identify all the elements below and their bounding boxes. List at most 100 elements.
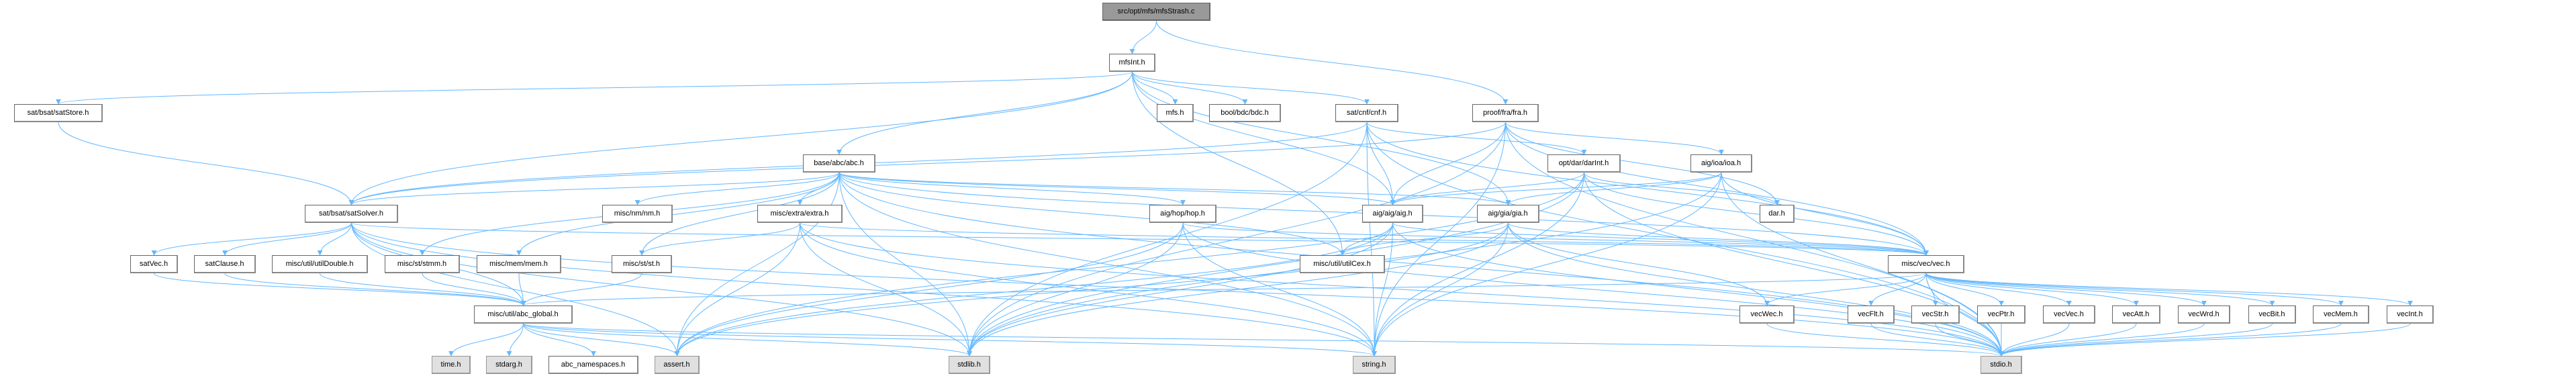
- node-mfsInt[interactable]: mfsInt.h: [1109, 54, 1155, 72]
- node-label: misc/extra/extra.h: [770, 209, 829, 218]
- edge-vecFlt-to-stdio: [1870, 323, 2004, 357]
- edge-gia-to-assert: [674, 222, 1509, 357]
- edge-satSolver-to-satVec: [151, 222, 352, 256]
- node-vecWec[interactable]: vecWec.h: [1739, 306, 1795, 324]
- node-dar[interactable]: dar.h: [1760, 205, 1795, 223]
- node-stdio[interactable]: stdio.h: [1981, 356, 2022, 374]
- edge-vecBit-to-stdio: [1999, 323, 2273, 357]
- node-vecPtr[interactable]: vecPtr.h: [1977, 306, 2025, 324]
- node-label: vecAtt.h: [2122, 310, 2150, 318]
- edge-vecMem-to-stdio: [1999, 323, 2342, 357]
- node-utilDouble[interactable]: misc/util/utilDouble.h: [272, 255, 368, 273]
- node-vecBit[interactable]: vecBit.h: [2248, 306, 2296, 324]
- node-vecFlt[interactable]: vecFlt.h: [1848, 306, 1895, 324]
- node-cnf[interactable]: sat/cnf/cnf.h: [1335, 104, 1398, 122]
- node-satClause[interactable]: satClause.h: [194, 255, 256, 273]
- edge-vec-to-vecWrd: [1925, 273, 2207, 306]
- node-gia[interactable]: aig/gia/gia.h: [1477, 205, 1539, 223]
- node-stmm[interactable]: misc/st/stmm.h: [385, 255, 460, 273]
- node-fra[interactable]: proof/fra/fra.h: [1472, 104, 1539, 122]
- node-utilCex[interactable]: misc/util/utilCex.h: [1300, 255, 1385, 273]
- edge-extra-to-assert: [674, 222, 800, 357]
- node-time[interactable]: time.h: [432, 356, 471, 374]
- node-vec[interactable]: misc/vec/vec.h: [1888, 255, 1964, 273]
- node-label: misc/util/utilDouble.h: [285, 260, 354, 268]
- node-label: string.h: [1362, 361, 1386, 369]
- node-abc[interactable]: base/abc/abc.h: [803, 154, 875, 173]
- node-st[interactable]: misc/st/st.h: [612, 255, 672, 273]
- node-string[interactable]: string.h: [1353, 356, 1396, 374]
- edge-mfsInt-to-mfs: [1132, 71, 1178, 105]
- edge-vecAtt-to-stdio: [1999, 323, 2137, 357]
- node-label: opt/dar/darInt.h: [1558, 159, 1609, 167]
- node-abc_namespaces[interactable]: abc_namespaces.h: [548, 356, 638, 374]
- node-satVec[interactable]: satVec.h: [130, 255, 178, 273]
- node-mfs[interactable]: mfs.h: [1157, 104, 1194, 122]
- edge-abc_global-to-time: [448, 323, 524, 357]
- edge-extra-to-stdio: [800, 222, 2004, 357]
- edge-satSolver-to-satClause: [222, 222, 352, 256]
- edge-darInt-to-vec: [1584, 172, 1929, 256]
- node-darInt[interactable]: opt/dar/darInt.h: [1547, 154, 1621, 173]
- node-vecStr[interactable]: vecStr.h: [1911, 306, 1960, 324]
- node-label: stdio.h: [1990, 361, 2012, 369]
- node-satStore[interactable]: sat/bsat/satStore.h: [14, 104, 103, 122]
- node-vecAtt[interactable]: vecAtt.h: [2112, 306, 2160, 324]
- node-bdc[interactable]: bool/bdc/bdc.h: [1209, 104, 1281, 122]
- node-label: vecPtr.h: [1987, 310, 2015, 318]
- edge-fra-to-vec: [1505, 122, 1929, 256]
- node-vecInt[interactable]: vecInt.h: [2387, 306, 2434, 324]
- node-vecWrd[interactable]: vecWrd.h: [2178, 306, 2230, 324]
- node-label: sat/bsat/satSolver.h: [319, 209, 383, 218]
- edge-gia-to-stdio: [1508, 222, 2004, 357]
- edge-cnf-to-stdio: [1366, 122, 2004, 357]
- edge-ioa-to-gia: [1505, 172, 1722, 205]
- edge-abc-to-utilCex: [839, 172, 1345, 256]
- node-assert[interactable]: assert.h: [655, 356, 700, 374]
- node-extra[interactable]: misc/extra/extra.h: [757, 205, 843, 223]
- node-label: vecVec.h: [2054, 310, 2084, 318]
- edge-extra-to-stdlib: [800, 222, 972, 357]
- edge-fra-to-aig: [1390, 122, 1506, 205]
- node-label: misc/st/stmm.h: [397, 260, 447, 268]
- edge-hop-to-stdlib: [967, 222, 1184, 357]
- edge-gia-to-string: [1372, 222, 1509, 357]
- edge-gia-to-utilCex: [1339, 222, 1509, 256]
- edge-abc-to-string: [839, 172, 1377, 357]
- node-hop[interactable]: aig/hop/hop.h: [1149, 205, 1217, 223]
- node-label: misc/util/utilCex.h: [1313, 260, 1371, 268]
- node-nm[interactable]: misc/nm/nm.h: [602, 205, 673, 223]
- node-label: base/abc/abc.h: [814, 159, 864, 167]
- edge-aig-to-assert: [674, 222, 1393, 357]
- edge-mfsInt-to-bdc: [1132, 71, 1248, 105]
- node-stdarg[interactable]: stdarg.h: [486, 356, 532, 374]
- edge-vec-to-vecBit: [1925, 273, 2275, 306]
- node-label: misc/vec/vec.h: [1901, 260, 1950, 268]
- edge-vec-to-vecMem: [1925, 273, 2344, 306]
- edge-cnf-to-aig: [1366, 122, 1396, 205]
- edge-aig-to-vec: [1392, 222, 1929, 256]
- node-label: abc_namespaces.h: [561, 361, 626, 369]
- node-vecVec[interactable]: vecVec.h: [2043, 306, 2095, 324]
- node-aig[interactable]: aig/aig/aig.h: [1362, 205, 1423, 223]
- edge-abc-to-aig: [839, 172, 1396, 205]
- node-stdlib[interactable]: stdlib.h: [949, 356, 990, 374]
- node-satSolver[interactable]: sat/bsat/satSolver.h: [305, 205, 398, 223]
- edge-vec-to-vecInt: [1925, 273, 2413, 306]
- edge-vecVec-to-stdio: [1999, 323, 2070, 357]
- edge-fra-to-stdlib: [967, 122, 1506, 357]
- edge-hop-to-vec: [1182, 222, 1929, 256]
- node-label: assert.h: [663, 361, 690, 369]
- node-abc_global[interactable]: misc/util/abc_global.h: [474, 306, 573, 324]
- edge-satSolver-to-stdlib: [351, 222, 972, 357]
- node-ioa[interactable]: aig/ioa/ioa.h: [1690, 154, 1752, 173]
- edge-fra-to-string: [1372, 122, 1506, 357]
- edge-fra-to-dar: [1505, 122, 1780, 205]
- edge-extra-to-st: [639, 222, 800, 256]
- node-mem[interactable]: misc/mem/mem.h: [477, 255, 561, 273]
- edge-ioa-to-string: [1372, 172, 1722, 357]
- node-vecMem[interactable]: vecMem.h: [2313, 306, 2369, 324]
- edge-extra-to-vec: [800, 222, 1929, 256]
- edge-satSolver-to-string: [351, 222, 1377, 357]
- edge-gia-to-vecWec: [1508, 222, 1770, 306]
